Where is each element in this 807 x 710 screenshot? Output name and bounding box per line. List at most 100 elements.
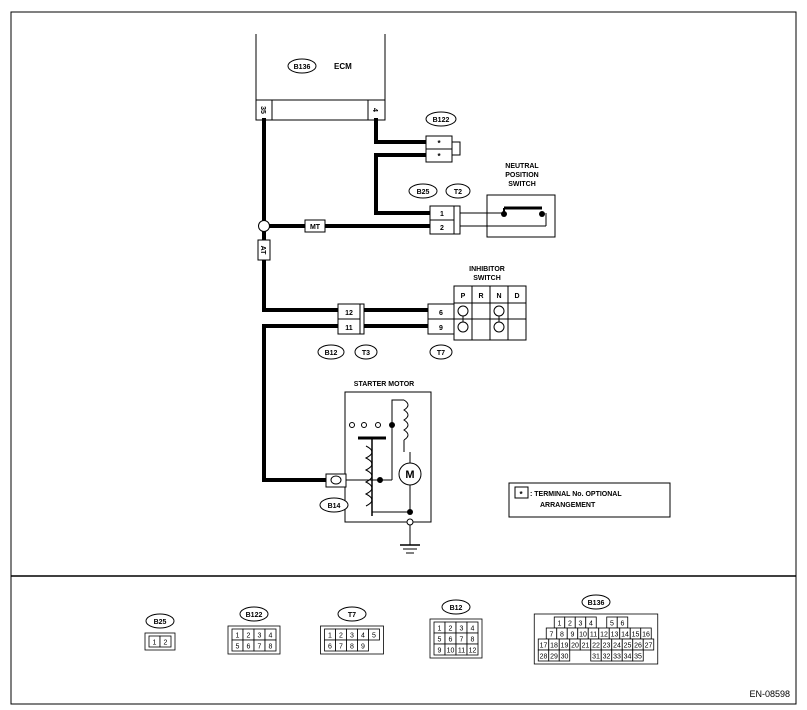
pin-b25-1: 1 [153,640,157,647]
pin-b122-2: 2 [247,633,251,640]
neutral-pin-1: 1 [440,211,444,218]
mt-tag: MT [304,219,326,233]
pin-b136-2: 2 [568,621,572,628]
pin-b12-6: 6 [449,637,453,644]
pin-b25-2: 2 [164,640,168,647]
pin-b12-2: 2 [449,626,453,633]
pin-b12-5: 5 [438,637,442,644]
pin-b136-13: 13 [611,632,619,639]
pin-t7-3: 3 [350,633,354,640]
pin-t7-5: 5 [372,633,376,640]
pin-b136-35: 35 [634,654,642,661]
connector-name-b122: B122 [246,612,263,619]
pin-b136-23: 23 [603,643,611,650]
pin-b12-9: 9 [438,648,442,655]
pin-b136-7: 7 [550,632,554,639]
pin-b136-29: 29 [550,654,558,661]
b122-pin-2: * [437,152,441,161]
pin-b136-11: 11 [590,632,597,639]
neutral-code-2: T2 [454,189,462,196]
pin-b136-1: 1 [558,621,562,628]
pin-t7-6: 6 [328,644,332,651]
inhibitor-header-d: D [514,293,519,300]
inhibitor-title-2: SWITCH [473,275,501,282]
b122-code: B122 [433,117,450,124]
neutral-title-2: POSITION [505,172,538,179]
inhibitor-header-r: R [478,293,483,300]
pin-b12-12: 12 [469,648,477,655]
neutral-position-switch: NEUTRAL POSITION SWITCH B25 T2 1 2 [408,163,556,238]
outer-frame [10,11,797,705]
ecm-pin-4: 4 [371,108,378,112]
pin-b12-10: 10 [447,648,455,655]
starter-connector: B14 [328,503,341,510]
pin-t7-7: 7 [339,644,343,651]
pin-b12-3: 3 [460,626,464,633]
pin-b12-8: 8 [471,637,475,644]
pin-b136-16: 16 [642,632,650,639]
connector-name-t7: T7 [348,612,356,619]
svg-text:MT: MT [310,224,321,231]
pin-b136-22: 22 [592,643,600,650]
inhibitor-header-n: N [496,293,501,300]
ecm-pin-35: 35 [259,106,266,114]
pin-b122-7: 7 [258,644,262,651]
pin-b136-5: 5 [610,621,614,628]
pin-b136-18: 18 [550,643,558,650]
figure-id: EN-08598 [749,689,790,699]
motor-label: M [405,469,414,481]
pin-b136-25: 25 [624,643,632,650]
pin-t7-4: 4 [361,633,365,640]
inhibitor-switch: INHIBITOR SWITCH 6 9 P R N D T7 [427,266,527,360]
inhibitor-header-p: P [461,293,466,300]
legend-symbol: * [519,490,523,499]
pin-b136-17: 17 [540,643,548,650]
b12-pin-12: 12 [345,310,353,317]
pin-b136-28: 28 [540,654,548,661]
b122-connector: B122 * * [425,111,461,163]
pin-b12-4: 4 [471,626,475,633]
connector-name-b136: B136 [588,600,605,607]
legend-text-2: ARRANGEMENT [540,502,596,509]
pin-b136-21: 21 [582,643,590,650]
legend-text-1: : TERMINAL No. OPTIONAL [530,491,622,498]
pin-b136-6: 6 [621,621,625,628]
at-tag: AT [257,239,271,261]
pin-b136-27: 27 [645,643,653,650]
pin-b122-4: 4 [269,633,273,640]
pin-t7-1: 1 [328,633,332,640]
t3-code: T3 [362,350,370,357]
pin-b122-3: 3 [258,633,262,640]
inhibitor-pin-9: 9 [439,325,443,332]
pin-b136-10: 10 [579,632,587,639]
b12-pin-11: 11 [345,325,353,332]
neutral-code-1: B25 [417,189,430,196]
t7-code: T7 [437,350,445,357]
connector-name-b12: B12 [450,605,463,612]
pin-b136-34: 34 [624,654,632,661]
pin-b136-14: 14 [621,632,629,639]
ecm-code: B136 [294,64,311,71]
pin-b136-24: 24 [613,643,621,650]
b12-t3-connector: 12 11 B12 T3 [317,303,378,360]
legend: * : TERMINAL No. OPTIONAL ARRANGEMENT [508,482,671,518]
pin-b122-6: 6 [247,644,251,651]
junction-point [258,220,270,232]
pin-b122-8: 8 [269,644,273,651]
pin-b12-1: 1 [438,626,442,633]
neutral-title-3: SWITCH [508,181,536,188]
starter-title: STARTER MOTOR [354,381,414,388]
pin-b136-30: 30 [561,654,569,661]
pin-b136-32: 32 [603,654,611,661]
pin-b136-4: 4 [589,621,593,628]
inhibitor-pin-6: 6 [439,310,443,317]
pin-b136-12: 12 [600,632,608,639]
pin-b122-1: 1 [236,633,240,640]
pin-b136-3: 3 [579,621,583,628]
pin-b136-26: 26 [634,643,642,650]
